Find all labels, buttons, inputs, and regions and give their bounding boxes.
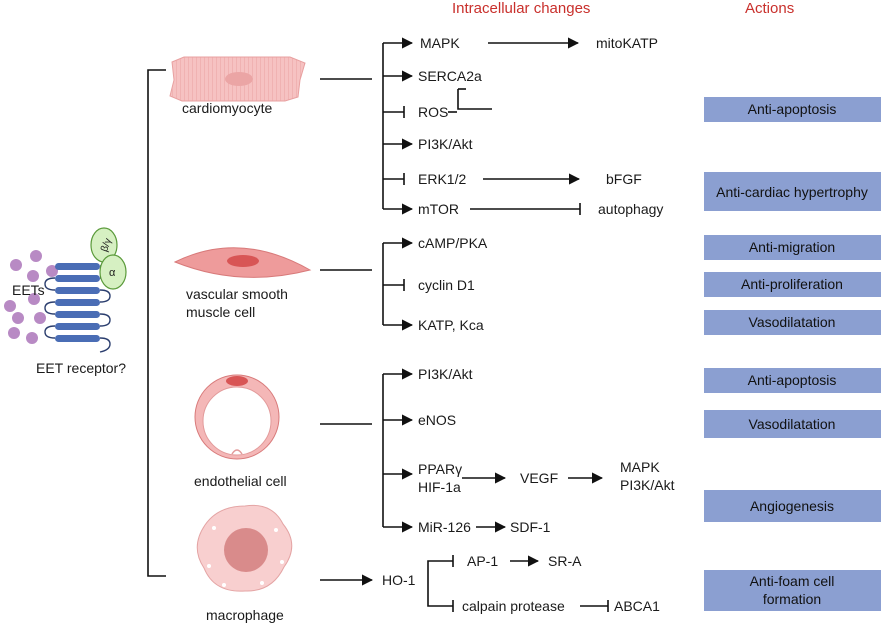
cardio-serca: SERCA2a [418, 68, 482, 84]
svg-text:Anti-proliferation: Anti-proliferation [741, 276, 843, 292]
alpha-label: α [109, 267, 116, 279]
macrophage-icon [196, 504, 293, 592]
cardio-autophagy: autophagy [598, 201, 663, 217]
mtor-autophagy-inhibit [470, 203, 581, 215]
svg-text:Anti-apoptosis: Anti-apoptosis [748, 101, 837, 117]
svg-text:formation: formation [763, 591, 821, 607]
receptor-label: EET receptor? [36, 360, 126, 376]
cardio-ros: ROS [418, 104, 448, 120]
ho1-calpain-inhibit [427, 580, 454, 612]
cardio-erk-inhibit [383, 173, 405, 185]
svg-text:Anti-cardiac hypertrophy: Anti-cardiac hypertrophy [716, 184, 868, 200]
svg-text:Anti-apoptosis: Anti-apoptosis [748, 372, 837, 388]
main-bracket [147, 69, 166, 577]
header-intracellular: Intracellular changes [452, 0, 590, 17]
beta-gamma-label: β/γ [99, 237, 114, 253]
endothelial-label: endothelial cell [194, 473, 287, 489]
cardio-mtor: mTOR [418, 201, 459, 217]
action-vasodilatation-1: Vasodilatation [704, 310, 881, 335]
eets-label: EETs [12, 282, 45, 298]
endo-mir: MiR-126 [418, 519, 471, 535]
vsmc-label-line2: muscle cell [186, 304, 255, 320]
cardio-pi3k: PI3K/Akt [418, 136, 473, 152]
serca-ros-inhibit [457, 89, 492, 110]
macro-abca1: ABCA1 [614, 598, 660, 614]
action-anti-apoptosis-2: Anti-apoptosis [704, 368, 881, 393]
macro-calpain: calpain protease [462, 598, 565, 614]
endo-hif: HIF-1a [418, 479, 461, 495]
action-anti-apoptosis-1: Anti-apoptosis [704, 97, 881, 122]
cardiomyocyte-label: cardiomyocyte [182, 100, 272, 116]
macro-ap1: AP-1 [467, 553, 498, 569]
endo-mapk: MAPK [620, 459, 660, 475]
action-angiogenesis: Angiogenesis [704, 490, 881, 522]
action-anti-foam-cell: Anti-foam cell formation [704, 570, 881, 611]
vsmc-icon [173, 247, 312, 278]
endothelial-icon [194, 374, 280, 460]
action-anti-proliferation: Anti-proliferation [704, 272, 881, 297]
cardiomyocyte-icon [169, 56, 306, 102]
cardio-bfgf: bFGF [606, 171, 642, 187]
svg-text:Vasodilatation: Vasodilatation [749, 314, 836, 330]
vsmc-katp: KATP, Kca [418, 317, 484, 333]
calpain-abca1-inhibit [580, 600, 609, 612]
g-protein-icon: β/γ α [90, 227, 127, 290]
svg-text:Angiogenesis: Angiogenesis [750, 498, 834, 514]
macro-sra: SR-A [548, 553, 582, 569]
endo-pi3k-2: PI3K/Akt [620, 477, 675, 493]
cardio-mitokatp: mitoKATP [596, 35, 658, 51]
cardio-ros-inhibit [383, 106, 405, 118]
vsmc-camp: cAMP/PKA [418, 235, 488, 251]
macro-ho1: HO-1 [382, 572, 416, 588]
action-anti-migration: Anti-migration [704, 235, 881, 260]
endo-sdf: SDF-1 [510, 519, 551, 535]
eets-ligands [4, 250, 58, 344]
endo-pi3k: PI3K/Akt [418, 366, 473, 382]
action-anti-cardiac-hypertrophy: Anti-cardiac hypertrophy [704, 172, 881, 211]
endo-enos: eNOS [418, 412, 456, 428]
header-actions: Actions [745, 0, 794, 17]
svg-text:Anti-foam cell: Anti-foam cell [750, 573, 835, 589]
ho1-ap1-inhibit [427, 555, 454, 580]
svg-text:Anti-migration: Anti-migration [749, 239, 835, 255]
vsmc-cyclin-inhibit [383, 279, 405, 291]
cardio-erk: ERK1/2 [418, 171, 466, 187]
endo-ppar: PPARγ [418, 461, 462, 477]
cardio-mapk: MAPK [420, 35, 460, 51]
macrophage-label: macrophage [206, 607, 284, 623]
vsmc-cyclin: cyclin D1 [418, 277, 475, 293]
vsmc-label-line1: vascular smooth [186, 286, 288, 302]
endo-vegf: VEGF [520, 470, 558, 486]
action-vasodilatation-2: Vasodilatation [704, 410, 881, 438]
svg-text:Vasodilatation: Vasodilatation [749, 416, 836, 432]
